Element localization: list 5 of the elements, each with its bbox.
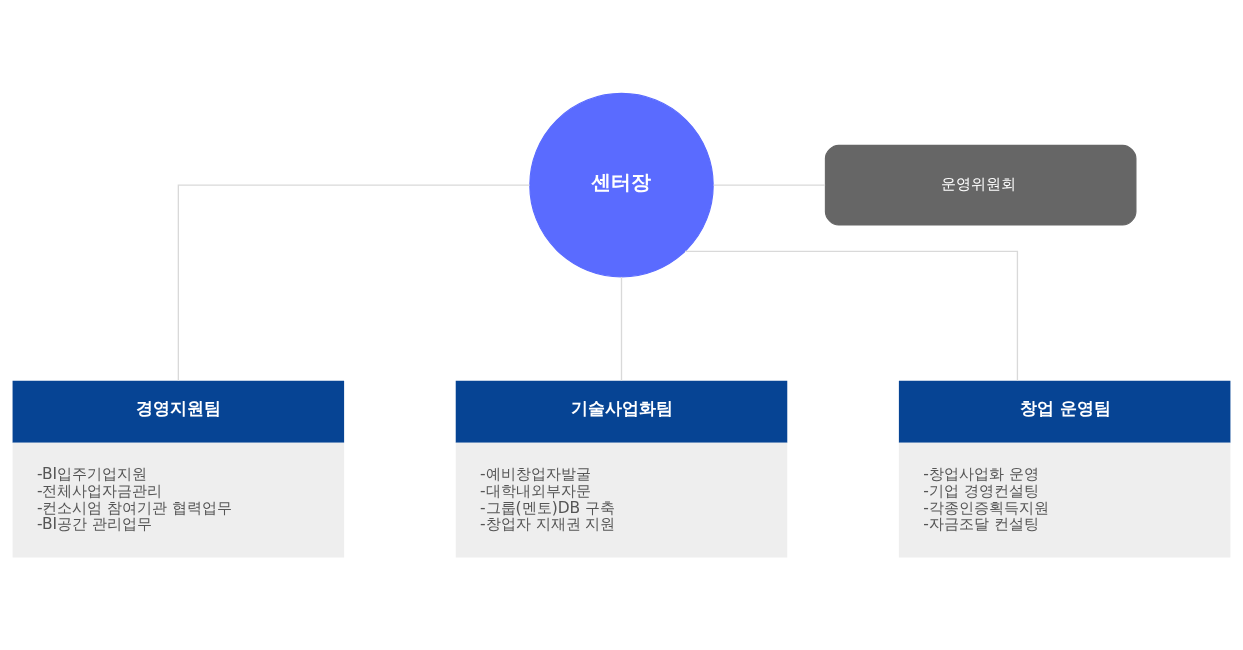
connector bbox=[620, 275, 623, 381]
node-box: 운영위원회 bbox=[824, 144, 1137, 225]
connector bbox=[177, 184, 531, 381]
node-circle: 센터장 bbox=[529, 92, 714, 277]
connector bbox=[684, 250, 1019, 381]
